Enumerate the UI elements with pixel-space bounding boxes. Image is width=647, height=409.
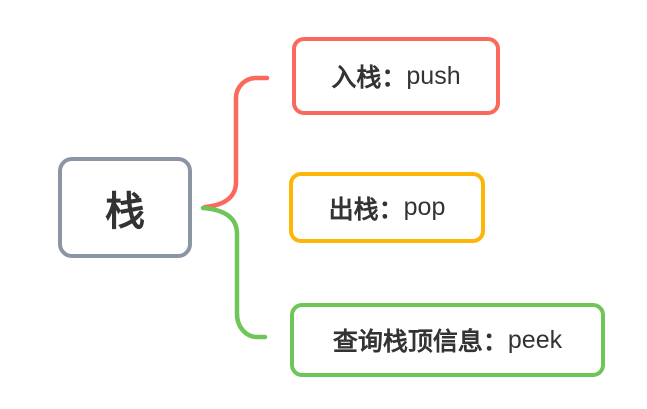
branch-connector-peek <box>200 205 268 340</box>
branch-pop-label-term: pop <box>403 193 446 221</box>
branch-pop-label-prefix: 出栈： <box>328 195 404 224</box>
branch-node-peek[interactable]: 查询栈顶信息：peek <box>290 303 605 377</box>
branch-node-pop[interactable]: 出栈：pop <box>289 172 485 243</box>
root-node-label: 栈 <box>105 189 145 234</box>
branch-peek-label-prefix: 查询栈顶信息： <box>332 328 508 356</box>
root-node-stack[interactable]: 栈 <box>58 157 192 258</box>
branch-push-label-term: push <box>406 61 461 90</box>
branch-connector-push <box>202 75 270 210</box>
branch-node-push[interactable]: 入栈：push <box>292 37 500 115</box>
branch-push-label-prefix: 入栈： <box>331 64 407 92</box>
branch-peek-label-term: peek <box>507 325 563 354</box>
